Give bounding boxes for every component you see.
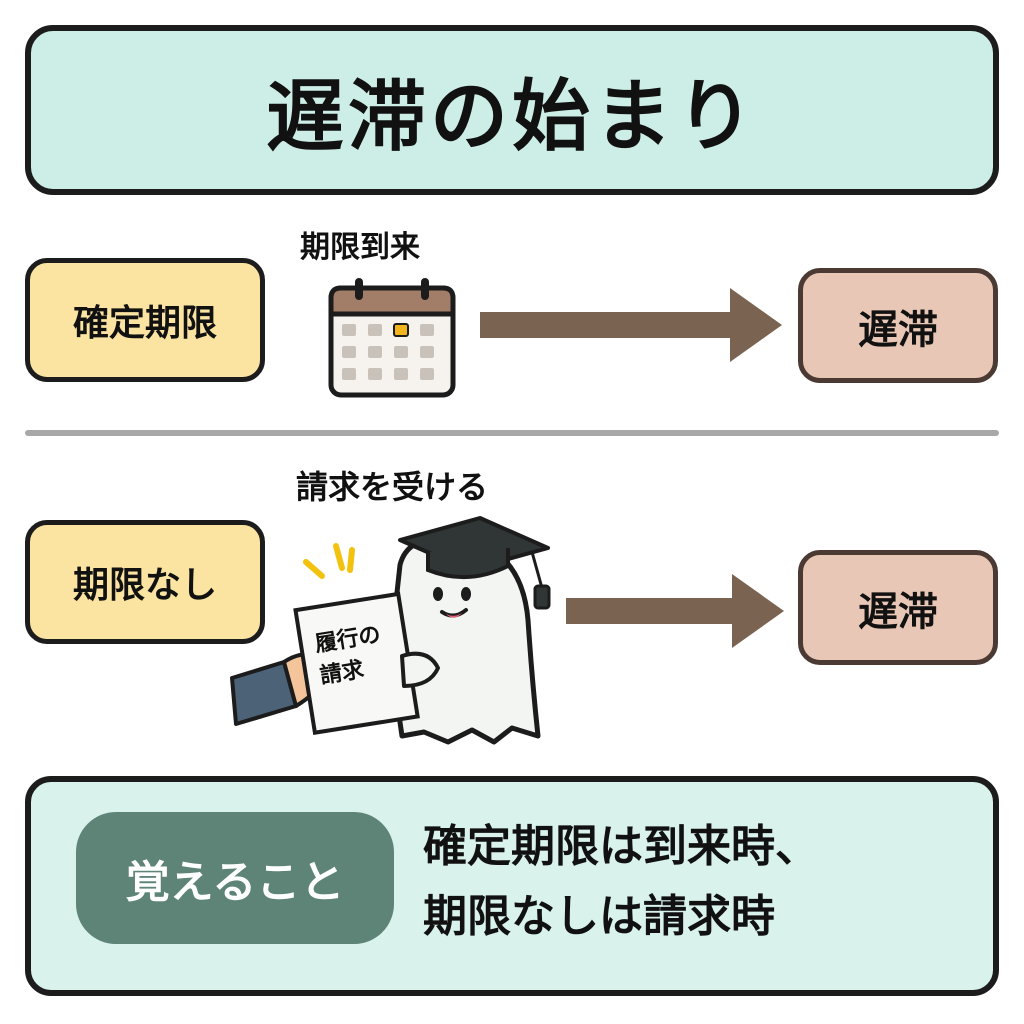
delay-label: 遅滞 [798,550,998,665]
page-title: 遅滞の始まり [265,72,758,162]
ghost-receiving-request-icon: 履行の 請求 [230,516,551,745]
deadline-arrival-caption: 期限到来 [300,230,420,265]
no-term-label: 期限なし [25,520,265,644]
arrow-icon [566,574,784,648]
delay-label-text: 遅滞 [858,588,938,635]
memo-badge: 覚えること [76,812,394,944]
fixed-term-label-text: 確定期限 [72,303,217,344]
no-term-label-text: 期限なし [72,565,217,606]
memo-panel: 覚えること 確定期限は到来時、 期限なしは請求時 [25,776,999,996]
fixed-term-label: 確定期限 [25,258,265,382]
memo-text: 確定期限は到来時、 期限なしは請求時 [423,812,983,952]
receive-request-caption: 請求を受ける [296,468,489,506]
memo-line: 確定期限は到来時、 [423,821,819,872]
delay-label-text: 遅滞 [858,306,938,353]
memo-line: 期限なしは請求時 [423,891,775,942]
delay-label: 遅滞 [798,268,998,383]
calendar-icon [328,278,456,398]
arrow-icon [480,288,782,362]
title-banner: 遅滞の始まり [25,25,999,195]
divider [25,430,999,436]
